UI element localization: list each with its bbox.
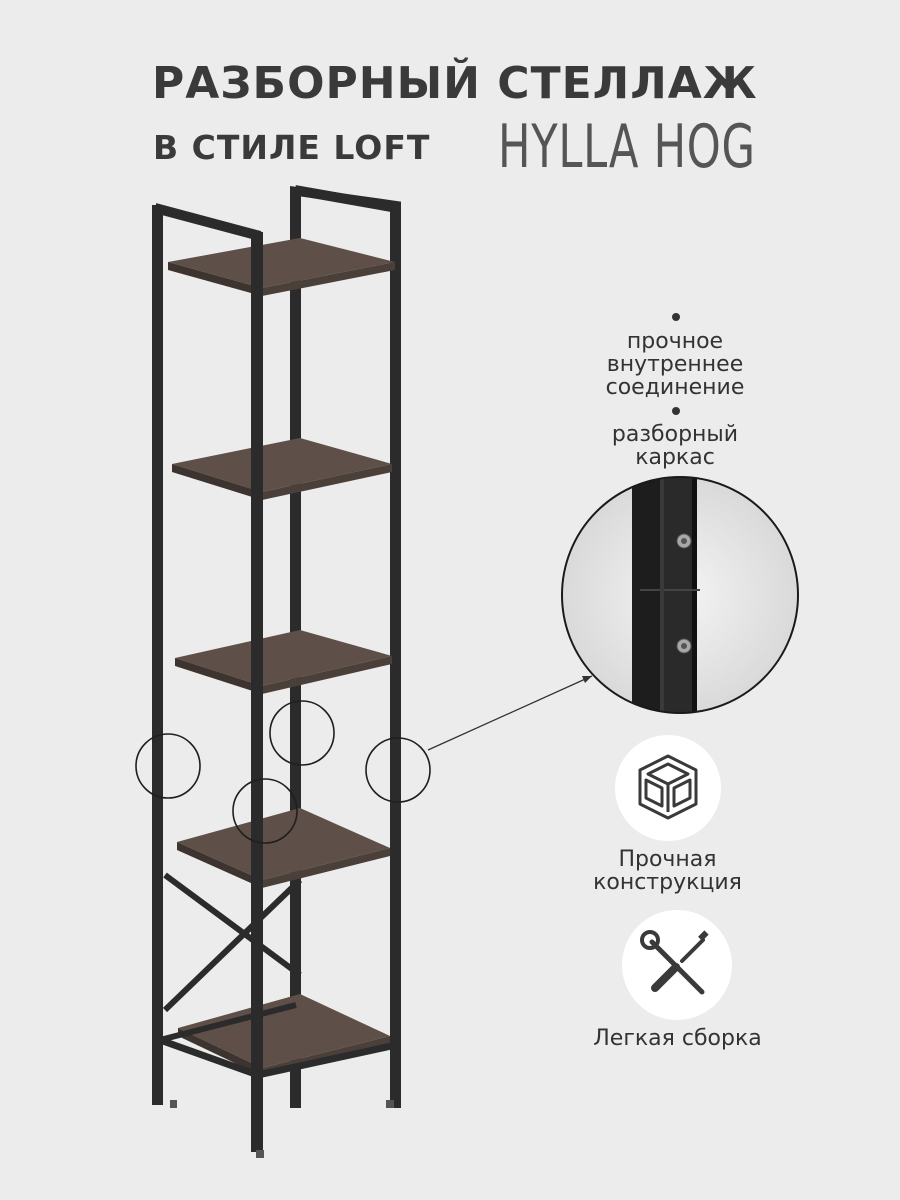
joint-highlights: [135, 700, 431, 844]
shelf-3: [175, 630, 392, 694]
frame-post-back-right: [390, 205, 401, 1108]
shelf-2: [172, 438, 392, 500]
feature-durable: Прочная конструкция: [593, 847, 742, 895]
joint-highlight-2: [269, 700, 335, 766]
joint-zoom-detail: [561, 476, 799, 714]
feature-assembly: Легкая сборка: [593, 1026, 762, 1051]
joint-highlight-4: [365, 737, 431, 803]
bullet-frame: [672, 407, 680, 415]
cube-frame-icon: [638, 754, 698, 820]
bullet-connection: [672, 313, 680, 321]
page-title: РАЗБОРНЫЙ СТЕЛЛАЖ: [152, 58, 758, 109]
frame-post-front-right: [251, 232, 263, 1152]
page-subtitle: В СТИЛЕ LOFT: [153, 128, 431, 167]
brand-name: HYLLA HOG: [498, 112, 756, 182]
joint-highlight-3: [232, 778, 298, 844]
shelving-unit: [152, 185, 401, 1158]
feature-frame: разборный каркас: [611, 422, 739, 470]
shelf-1: [168, 238, 395, 296]
callout-pointer: [427, 675, 593, 751]
feature-connection: прочное внутреннее соединение: [605, 329, 745, 400]
shelf-4: [177, 808, 390, 888]
cross-brace-a: [163, 872, 302, 978]
frame-post-front-left: [152, 205, 163, 1105]
wrench-screwdriver-icon: [640, 930, 709, 995]
cross-brace-b: [162, 877, 303, 1013]
joint-highlight-1: [135, 733, 201, 799]
frame-rail-top-front: [153, 203, 262, 241]
